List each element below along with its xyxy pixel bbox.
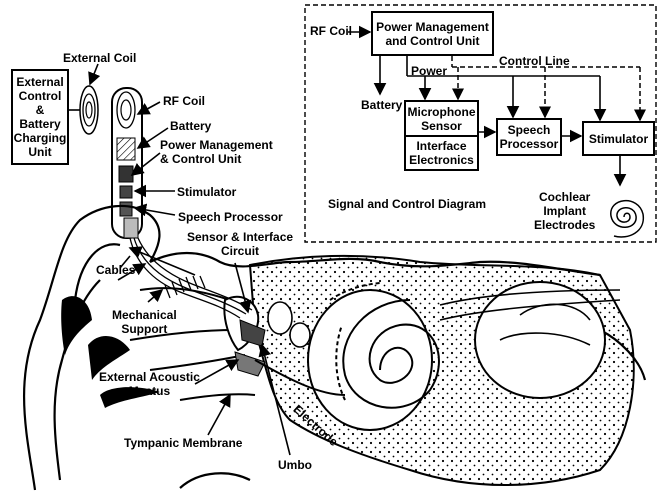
external-coil-label: External Coil <box>63 51 136 65</box>
control-line-label: Control Line <box>499 54 570 68</box>
power-management-label: Power Management & Control Unit <box>160 138 273 166</box>
speech-processor-box: Speech Processor <box>496 118 562 156</box>
microphone-sensor-box: Microphone Sensor <box>404 100 479 137</box>
cables-label: Cables <box>96 263 135 277</box>
battery-label: Battery <box>170 119 211 133</box>
bd-rf-coil-label: RF Coil <box>310 24 352 38</box>
power-management-box: Power Management and Control Unit <box>371 11 494 56</box>
rf-coil-label: RF Coil <box>163 94 205 108</box>
implant-device-drawing <box>112 88 142 238</box>
mechanical-support-label: Mechanical Support <box>112 308 177 336</box>
cochlear-electrodes-label: Cochlear Implant Electrodes <box>534 190 595 232</box>
power-label: Power <box>411 64 447 78</box>
external-coil-icon <box>80 86 98 134</box>
stimulator-box: Stimulator <box>582 121 655 156</box>
speech-processor-label: Speech Processor <box>178 210 283 224</box>
tympanic-membrane-label: Tympanic Membrane <box>124 436 242 450</box>
sensor-interface-label: Sensor & Interface Circuit <box>187 230 293 258</box>
external-control-unit-box: External Control & Battery Charging Unit <box>11 69 69 165</box>
bd-battery-label: Battery <box>361 98 402 112</box>
umbo-label: Umbo <box>278 458 312 472</box>
diagram-caption: Signal and Control Diagram <box>328 197 486 211</box>
external-acoustic-meatus-label: External Acoustic Meatus <box>99 370 200 398</box>
stimulator-label: Stimulator <box>177 185 236 199</box>
interface-electronics-box: Interface Electronics <box>404 135 479 171</box>
